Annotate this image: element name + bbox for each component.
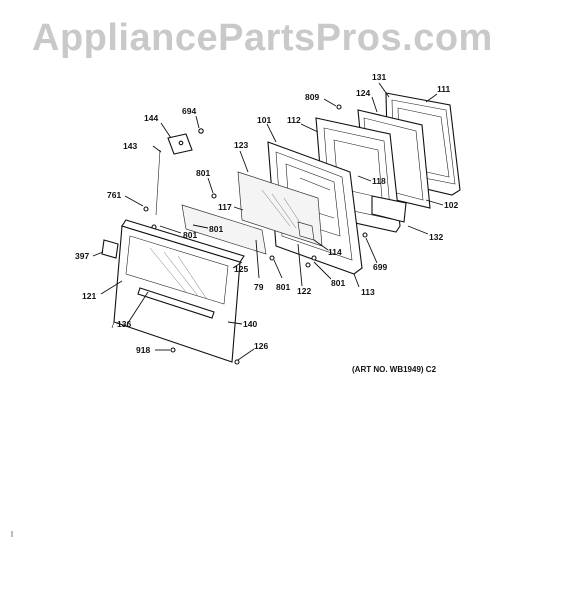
callout-123: 123	[234, 140, 248, 150]
insulation-117	[181, 204, 267, 255]
callout-918: 918	[136, 345, 150, 355]
callout-102: 102	[444, 200, 458, 210]
callout-136: 136	[117, 319, 131, 329]
watermark-text: AppliancePartsPros.com	[32, 17, 493, 59]
callout-101: 101	[257, 115, 271, 125]
callout-140: 140	[243, 319, 257, 329]
callout-112: 112	[287, 115, 301, 125]
callout-143: 143	[123, 141, 137, 151]
callout-397: 397	[75, 251, 89, 261]
callout-131: 131	[372, 72, 386, 82]
callout-761: 761	[107, 190, 121, 200]
callout-126: 126	[254, 341, 268, 351]
callout-118: 118	[372, 176, 386, 186]
callout-801-d: 801	[276, 282, 290, 292]
callout-694: 694	[182, 106, 196, 116]
callout-809: 809	[305, 92, 319, 102]
callout-125: 125	[234, 264, 248, 274]
callout-113: 113	[361, 287, 375, 297]
hinge-bracket	[155, 128, 204, 216]
callout-121: 121	[82, 291, 96, 301]
callout-132: 132	[429, 232, 443, 242]
leader-lines	[92, 82, 444, 361]
callout-801-a: 801	[196, 168, 210, 178]
callout-801-c: 801	[183, 230, 197, 240]
outer-door-panel	[101, 219, 245, 363]
callout-144: 144	[144, 113, 158, 123]
callout-117: 117	[218, 202, 232, 212]
callout-111: 111	[437, 84, 451, 94]
callout-801-e: 801	[331, 278, 345, 288]
callout-122: 122	[297, 286, 311, 296]
callout-124: 124	[356, 88, 370, 98]
callout-114: 114	[328, 247, 342, 257]
callout-labels: 111 131 809 124 101 112 694 144 143 123 …	[75, 72, 458, 355]
callout-79: 79	[254, 282, 264, 292]
art-number: (ART NO. WB1949) C2	[352, 365, 437, 374]
callout-699: 699	[373, 262, 387, 272]
callout-801-b: 801	[209, 224, 223, 234]
